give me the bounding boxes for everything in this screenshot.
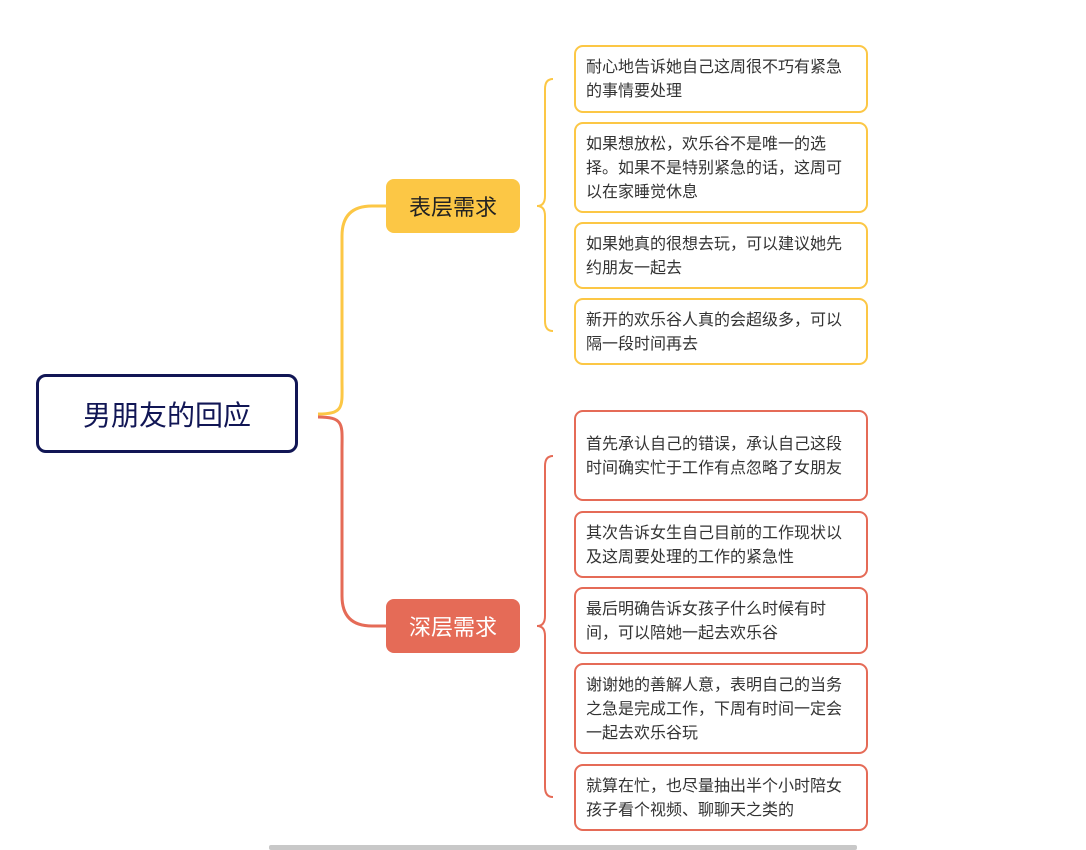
leaf-node[interactable]: 就算在忙，也尽量抽出半个小时陪女孩子看个视频、聊聊天之类的 [574,764,868,831]
horizontal-scrollbar[interactable] [269,845,857,850]
branch-node-surface-needs[interactable]: 表层需求 [386,179,520,233]
leaf-node[interactable]: 最后明确告诉女孩子什么时候有时间，可以陪她一起去欢乐谷 [574,587,868,654]
leaf-node[interactable]: 如果她真的很想去玩，可以建议她先约朋友一起去 [574,222,868,289]
leaf-node[interactable]: 谢谢她的善解人意，表明自己的当务之急是完成工作，下周有时间一定会一起去欢乐谷玩 [574,663,868,754]
bracket-surface [536,78,554,332]
leaf-node[interactable]: 首先承认自己的错误，承认自己这段时间确实忙于工作有点忽略了女朋友 [574,410,868,501]
leaf-node[interactable]: 新开的欢乐谷人真的会超级多，可以隔一段时间再去 [574,298,868,365]
connector-root-surface [317,204,386,416]
leaf-node[interactable]: 其次告诉女生自己目前的工作现状以及这周要处理的工作的紧急性 [574,511,868,578]
bracket-deep [536,455,554,798]
leaf-node[interactable]: 如果想放松，欢乐谷不是唯一的选择。如果不是特别紧急的话，这周可以在家睡觉休息 [574,122,868,213]
branch-node-deep-needs[interactable]: 深层需求 [386,599,520,653]
root-node[interactable]: 男朋友的回应 [36,374,298,453]
leaf-node[interactable]: 耐心地告诉她自己这周很不巧有紧急的事情要处理 [574,45,868,113]
connector-root-deep [317,415,386,628]
